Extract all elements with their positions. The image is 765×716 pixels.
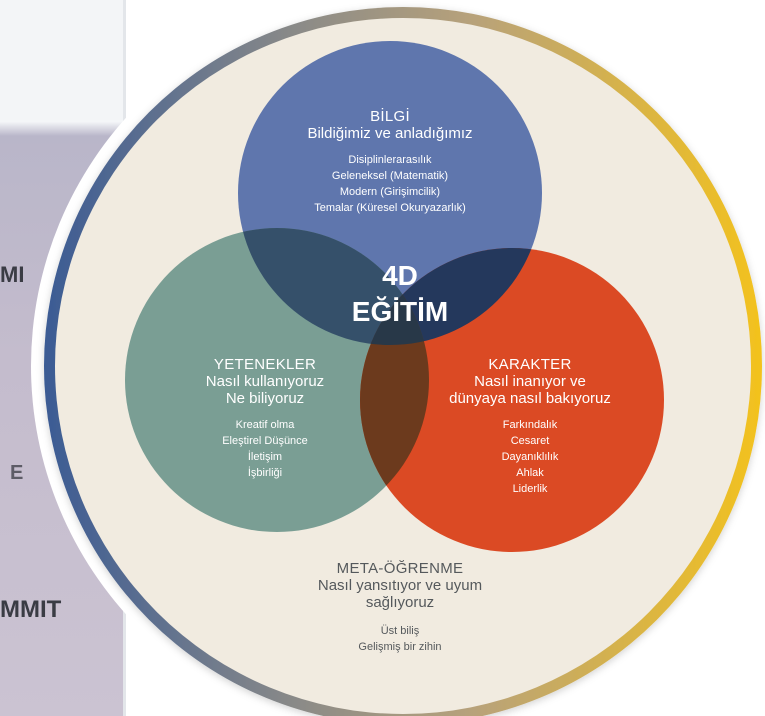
karakter-subtitle-line: dünyaya nasıl bakıyoruz (449, 390, 611, 407)
karakter-item: Dayanıklılık (501, 451, 559, 463)
yetenekler-subtitle-line: Nasıl kullanıyoruz (205, 373, 325, 390)
bilgi-item: Modern (Girişimcilik) (339, 186, 441, 198)
bilgi-item: Geleneksel (Matematik) (331, 170, 449, 182)
photo-top-panel (0, 0, 125, 120)
yetenekler-title: YETENEKLER (213, 356, 317, 373)
yetenekler-subtitle-line: Ne biliyoruz (225, 390, 305, 407)
meta-item: Üst biliş (380, 625, 420, 637)
bilgi-title: BİLGİ (370, 108, 410, 125)
center-label-line1: 4D (382, 260, 418, 291)
background-text-fragment: E (10, 462, 24, 484)
center-label-line2: EĞİTİM (351, 296, 449, 327)
overlap-bilgi-karakter (360, 248, 542, 345)
yetenekler-item: İletişim (247, 451, 283, 463)
bilgi-subtitle: Bildiğimiz ve anladığımız (307, 125, 473, 142)
karakter-title: KARAKTER (488, 356, 572, 373)
meta-subtitle-line: Nasıl yansıtıyor ve uyum (317, 577, 483, 594)
bilgi-item: Disiplinlerarasılık (348, 154, 432, 166)
bilgi-block: BİLGİ Bildiğimiz ve anladığımız Disiplin… (250, 108, 530, 216)
karakter-item: Farkındalık (502, 419, 558, 431)
meta-item: Gelişmiş bir zihin (358, 641, 442, 653)
meta-block: META-ÖĞRENME Nasıl yansıtıyor ve uyum sa… (290, 560, 510, 655)
meta-title: META-ÖĞRENME (336, 560, 464, 577)
center-label: 4D EĞİTİM (300, 258, 500, 330)
yetenekler-item: İşbirliği (247, 467, 283, 479)
background-text-fragment: MI (0, 262, 25, 287)
overlap-bilgi-yetenekler (238, 228, 429, 345)
yetenekler-block: YETENEKLER Nasıl kullanıyoruz Ne biliyor… (155, 356, 375, 481)
bilgi-item: Temalar (Küresel Okuryazarlık) (314, 202, 466, 214)
karakter-item: Ahlak (516, 467, 544, 479)
meta-subtitle-line: sağlıyoruz (365, 594, 435, 611)
yetenekler-item: Eleştirel Düşünce (222, 435, 308, 447)
karakter-subtitle-line: Nasıl inanıyor ve (474, 373, 586, 390)
karakter-item: Cesaret (510, 435, 550, 447)
background-text-fragment: MMIT (0, 596, 62, 623)
karakter-block: KARAKTER Nasıl inanıyor ve dünyaya nasıl… (410, 356, 650, 497)
karakter-item: Liderlik (512, 483, 548, 495)
yetenekler-item: Kreatif olma (235, 419, 295, 431)
